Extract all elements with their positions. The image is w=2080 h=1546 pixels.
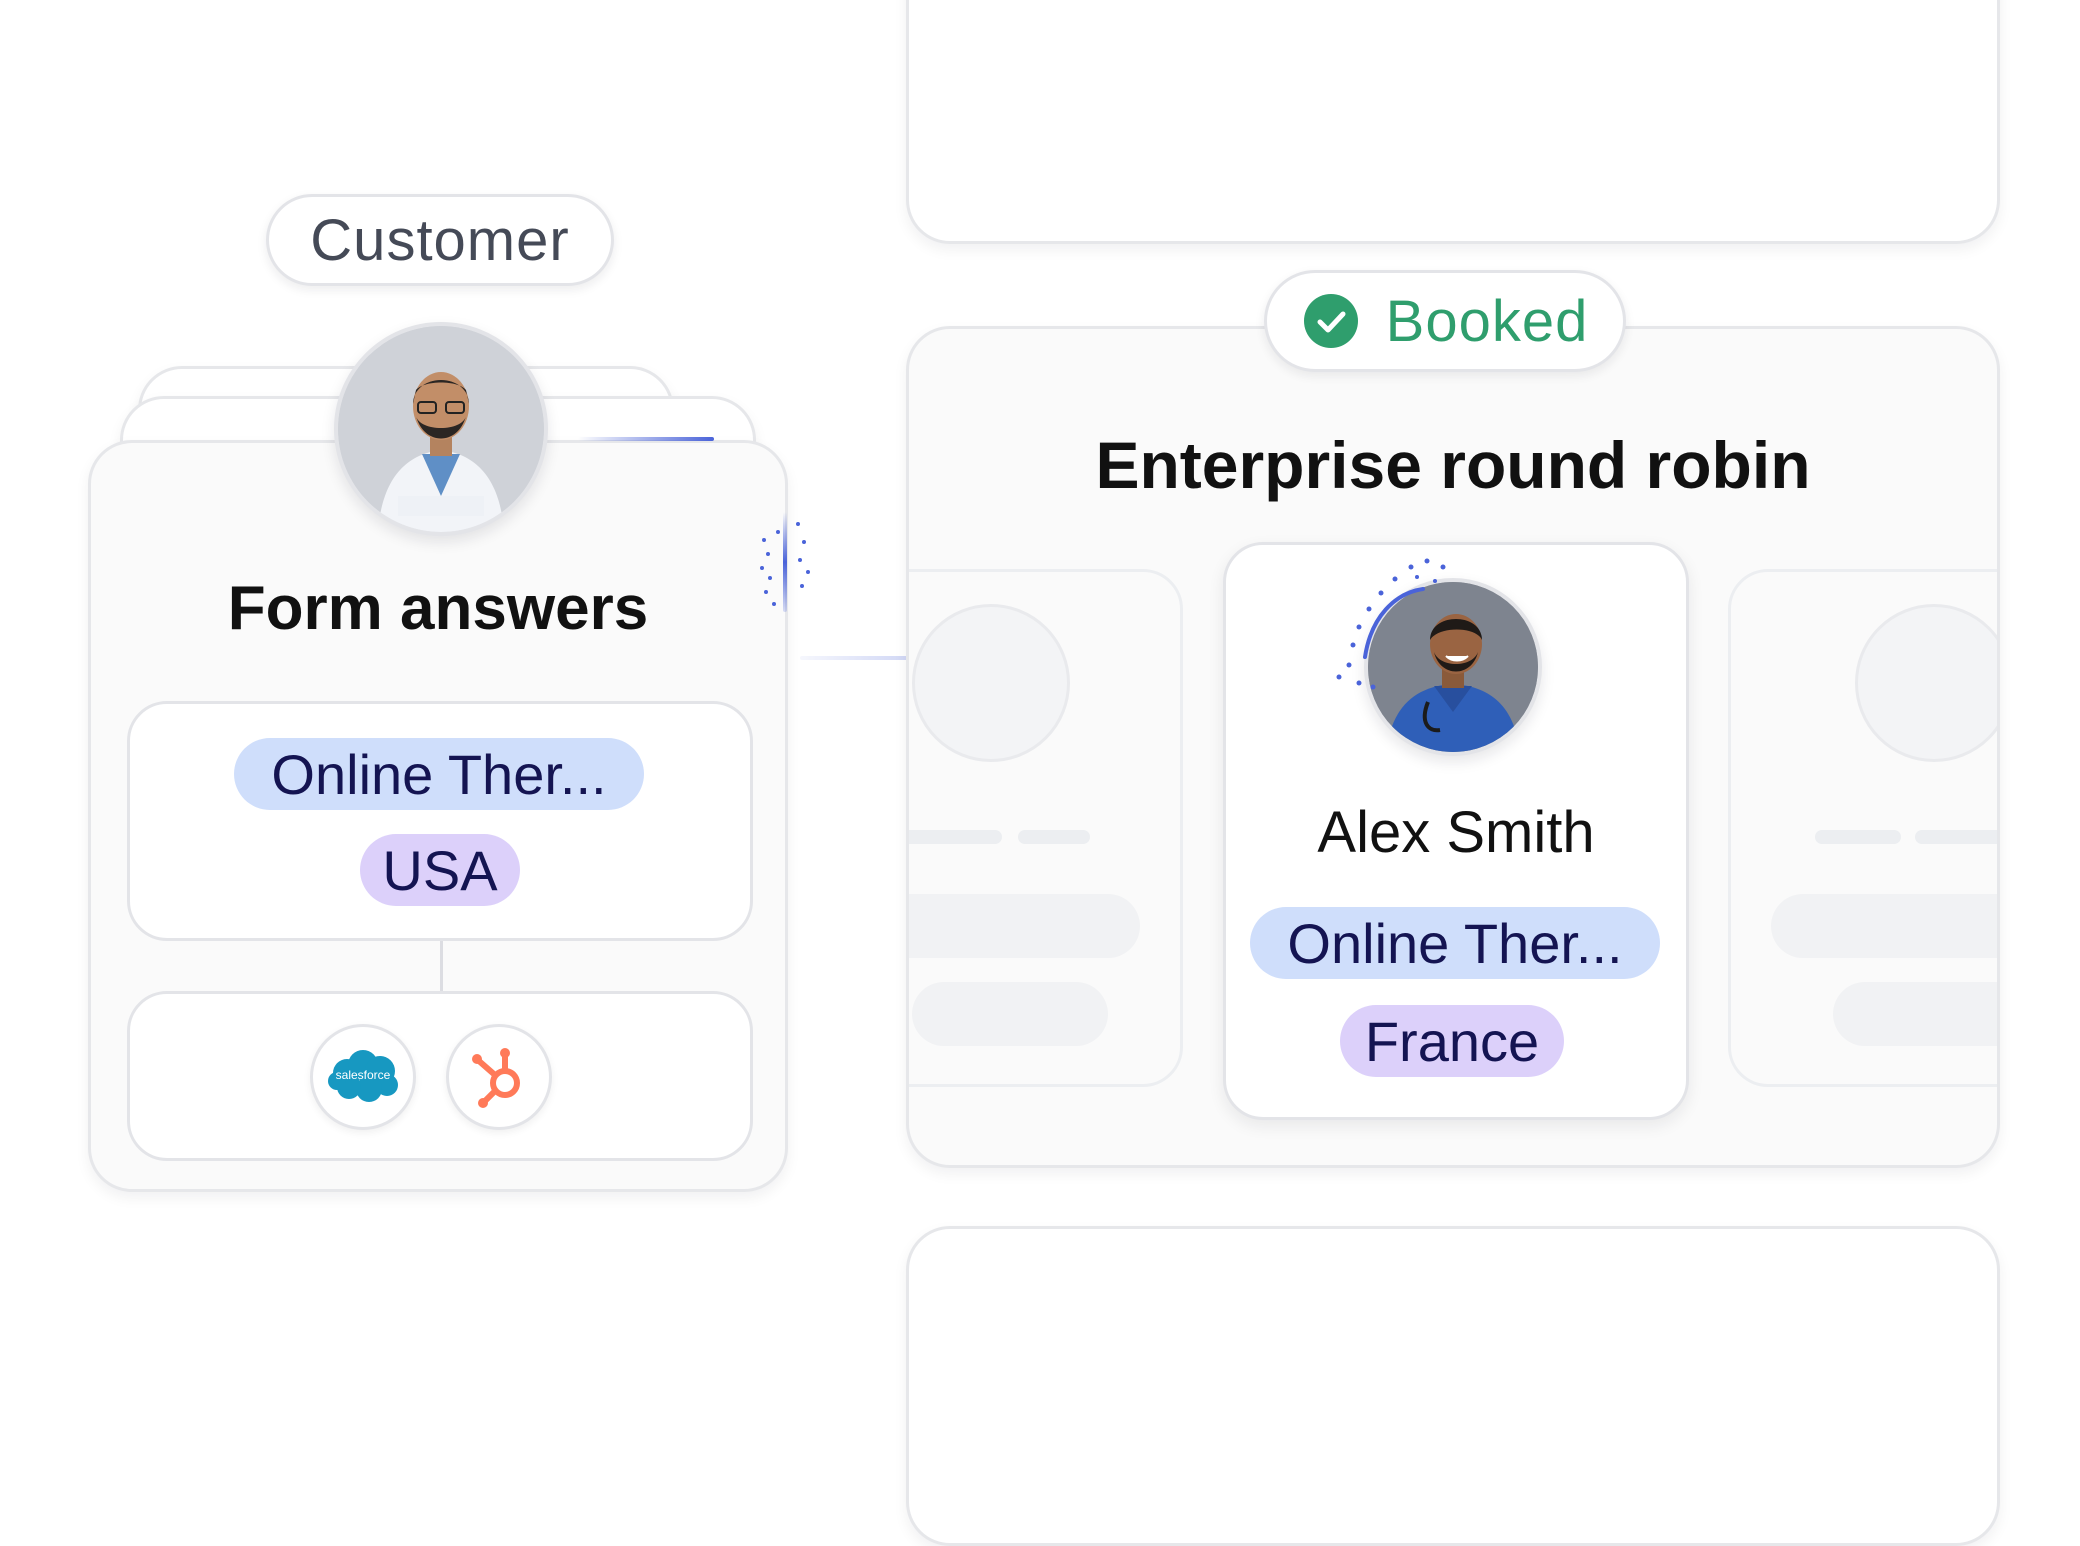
booked-label: Booked	[1385, 288, 1589, 354]
salesforce-integration[interactable]: salesforce	[310, 1024, 416, 1130]
form-answers-card[interactable]: Form answers Online Ther... USA salesfor…	[88, 440, 788, 1192]
ghost-host-card-left	[909, 569, 1183, 1087]
host-photo	[1368, 582, 1538, 752]
check-circle-icon	[1303, 294, 1358, 348]
integrations-box: salesforce	[127, 991, 753, 1161]
hubspot-integration[interactable]	[446, 1024, 552, 1130]
accent-line-short	[578, 437, 714, 441]
customer-label-pill: Customer	[266, 194, 614, 286]
salesforce-label: salesforce	[335, 1068, 391, 1082]
host-service-tag: Online Ther...	[1250, 907, 1660, 979]
customer-label: Customer	[310, 207, 570, 273]
placeholder-card-bottom	[906, 1226, 2000, 1546]
ghost-host-card-right	[1728, 569, 1997, 1087]
form-answers-title: Form answers	[227, 574, 649, 643]
placeholder-card-top	[906, 0, 2000, 244]
country-tag: USA	[360, 834, 520, 906]
customer-photo	[338, 326, 544, 532]
round-robin-title: Enterprise round robin	[1095, 428, 1811, 502]
salesforce-cloud-icon	[328, 1050, 398, 1102]
form-answers-tags-box: Online Ther... USA	[127, 701, 753, 941]
host-active-ring	[1336, 558, 1446, 690]
sparkle-dots-left	[760, 522, 810, 606]
booked-status-badge: Booked	[1264, 270, 1626, 372]
customer-avatar	[334, 322, 548, 536]
host-country-tag: France	[1340, 1005, 1564, 1077]
host-name: Alex Smith	[1317, 800, 1595, 865]
box-connector	[440, 941, 443, 993]
accent-line-vertical	[783, 512, 787, 612]
hubspot-icon	[472, 1048, 520, 1108]
service-tag: Online Ther...	[234, 738, 644, 810]
host-avatar	[1364, 578, 1542, 756]
